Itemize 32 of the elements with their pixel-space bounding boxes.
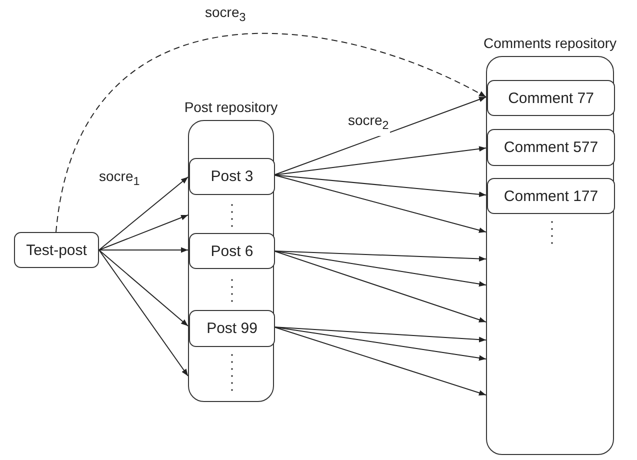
arrow: [98, 214, 188, 250]
arrow: [274, 250, 486, 262]
item-label: Comment 577: [504, 139, 598, 156]
repository-heading: Comments repository: [483, 35, 617, 51]
arrow: [56, 32, 486, 232]
arrow: [274, 174, 486, 233]
arrow: [274, 326, 486, 342]
item-label: Test-post: [26, 242, 87, 258]
arrow: [274, 326, 486, 361]
item-box: [189, 233, 275, 269]
item-label: Post 6: [210, 242, 254, 260]
arrow: [274, 146, 486, 176]
item-label: Comment 77: [508, 90, 594, 106]
arrow: [274, 250, 486, 287]
arrow: [98, 250, 188, 326]
arrow: [274, 326, 486, 396]
repository-heading: Post repository: [184, 99, 278, 115]
arrow: [274, 250, 486, 322]
arrow: [274, 96, 486, 176]
item-box: [189, 158, 275, 195]
item-label: Post 99: [206, 320, 258, 337]
item-box: [487, 80, 615, 116]
item-label: Comment 177: [504, 188, 598, 204]
arrow: [98, 250, 188, 376]
item-box: [14, 232, 99, 268]
item-label: Post 3: [210, 168, 254, 185]
arrow: [98, 176, 188, 250]
arrow: [98, 247, 188, 253]
item-box: [487, 178, 615, 214]
item-box: [487, 129, 615, 166]
arrow: [274, 174, 486, 198]
item-box: [189, 310, 275, 347]
